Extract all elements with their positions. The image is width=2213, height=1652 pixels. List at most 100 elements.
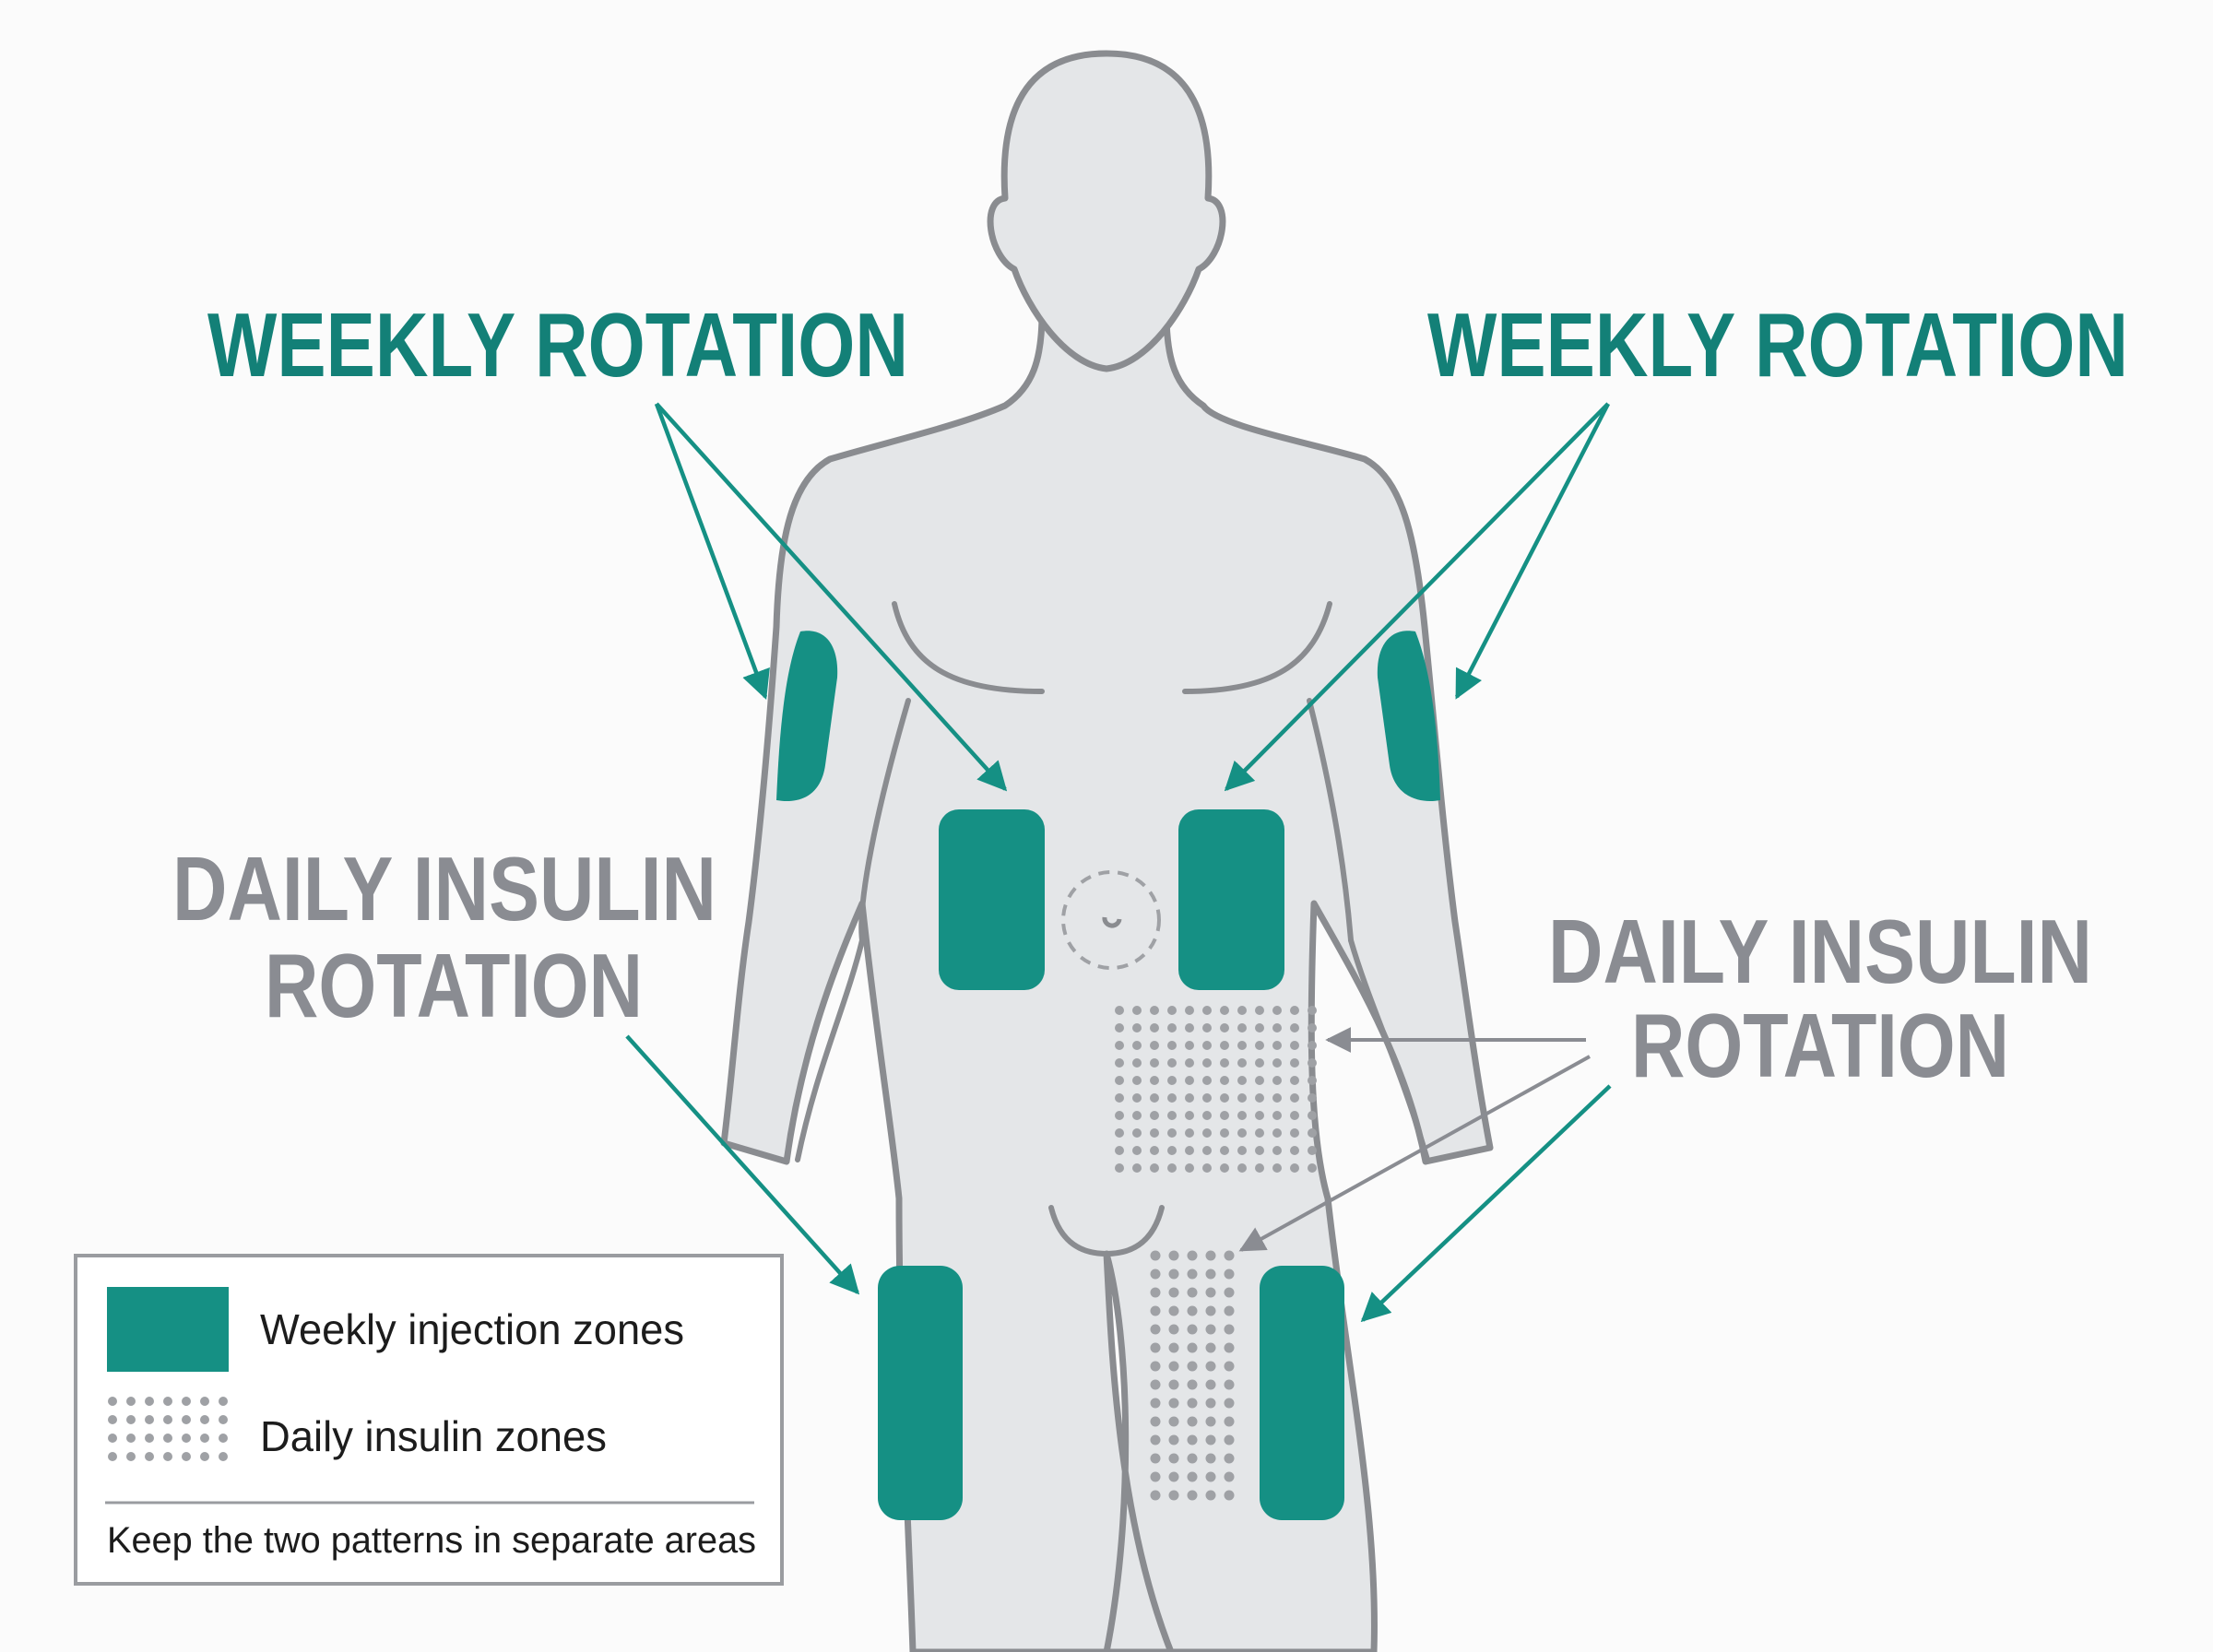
- daily-zone-dot: [1290, 1006, 1299, 1015]
- daily-zone-dot: [1150, 1023, 1159, 1032]
- weekly-zone-right-arm: [1377, 631, 1440, 802]
- daily-zone-dot: [1205, 1490, 1216, 1501]
- daily-zone-dot: [1237, 1128, 1247, 1138]
- groin-line: [1048, 1205, 1165, 1257]
- daily-zone-dot: [1168, 1324, 1179, 1335]
- daily-zone-dot: [1255, 1146, 1264, 1155]
- daily-zone-dot: [1220, 1163, 1229, 1173]
- daily-zone-dot: [1187, 1379, 1198, 1390]
- left-chest-line: [892, 601, 1045, 694]
- daily-zone-dot: [1132, 1041, 1142, 1050]
- daily-zone-dot: [1132, 1006, 1142, 1015]
- daily-zone-dot: [1224, 1305, 1235, 1316]
- daily-zone-dot: [1150, 1416, 1161, 1427]
- legend-daily-dot: [200, 1415, 209, 1424]
- daily-zone-dot: [1150, 1146, 1159, 1155]
- daily-zone-dot: [1255, 1128, 1264, 1138]
- daily-zone-dot: [1202, 1006, 1212, 1015]
- daily-zone-dot: [1187, 1490, 1198, 1501]
- daily-zone-dot: [1308, 1023, 1317, 1032]
- daily-zone-dot: [1150, 1453, 1161, 1464]
- daily-zone-dot: [1255, 1041, 1264, 1050]
- daily-zone-dot: [1185, 1146, 1194, 1155]
- daily-zone-dot: [1115, 1163, 1124, 1173]
- daily-zone-dot: [1202, 1058, 1212, 1068]
- daily-zone-dot: [1132, 1163, 1142, 1173]
- weekly-zone-left-abdomen: [939, 809, 1045, 990]
- daily-zone-dot: [1308, 1093, 1317, 1103]
- daily-zone-dot: [1205, 1305, 1216, 1316]
- daily-zone-dot: [1237, 1146, 1247, 1155]
- daily-zone-dot: [1237, 1023, 1247, 1032]
- daily-zone-dot: [1185, 1111, 1194, 1120]
- daily-zone-dot: [1115, 1041, 1124, 1050]
- daily-zone-dot: [1272, 1041, 1282, 1050]
- daily-zone-dot: [1272, 1146, 1282, 1155]
- daily-zone-dot: [1224, 1471, 1235, 1482]
- legend-daily-dot: [219, 1452, 228, 1461]
- daily-zone-dot: [1187, 1434, 1198, 1446]
- daily-zone-lower-abdomen: [1115, 1006, 1317, 1173]
- daily-zone-dot: [1168, 1434, 1179, 1446]
- daily-zone-dot: [1185, 1006, 1194, 1015]
- daily-zone-dot: [1167, 1128, 1177, 1138]
- daily-zone-dot: [1150, 1379, 1161, 1390]
- daily-zone-dot: [1205, 1342, 1216, 1353]
- daily-zone-dot: [1220, 1058, 1229, 1068]
- daily-zone-dot: [1168, 1471, 1179, 1482]
- daily-zone-dot: [1150, 1041, 1159, 1050]
- legend-daily-dot: [182, 1415, 191, 1424]
- arrow-daily-right-to-thigh-dots: [1238, 1055, 1591, 1252]
- daily-zone-dot: [1308, 1163, 1317, 1173]
- daily-zone-dot: [1220, 1023, 1229, 1032]
- daily-zone-dot: [1185, 1163, 1194, 1173]
- daily-zone-dot: [1308, 1146, 1317, 1155]
- callout-daily-left-line2: ROTATION: [265, 935, 643, 1036]
- daily-zone-dot: [1168, 1250, 1179, 1261]
- legend-daily-dot: [200, 1452, 209, 1461]
- daily-zone-dot: [1272, 1076, 1282, 1085]
- daily-zone-dot: [1132, 1076, 1142, 1085]
- daily-zone-dot: [1132, 1093, 1142, 1103]
- daily-zone-dot: [1187, 1268, 1198, 1280]
- daily-zone-dot: [1272, 1111, 1282, 1120]
- legend-daily-dot: [200, 1434, 209, 1443]
- daily-zone-dot: [1205, 1379, 1216, 1390]
- daily-zone-dot: [1167, 1023, 1177, 1032]
- daily-zone-dot: [1132, 1111, 1142, 1120]
- daily-zone-dot: [1187, 1398, 1198, 1409]
- daily-zone-dot: [1185, 1041, 1194, 1050]
- callout-weekly-right: WEEKLY ROTATION: [1427, 294, 2128, 395]
- daily-zone-dot: [1168, 1379, 1179, 1390]
- daily-zone-dot: [1224, 1324, 1235, 1335]
- legend-daily-dot: [145, 1415, 154, 1424]
- legend-daily-dot: [145, 1397, 154, 1406]
- daily-zone-dot: [1187, 1324, 1198, 1335]
- daily-zone-dot: [1150, 1471, 1161, 1482]
- daily-zone-dot: [1272, 1023, 1282, 1032]
- legend-daily-dot: [145, 1434, 154, 1443]
- daily-zone-dot: [1185, 1058, 1194, 1068]
- legend-daily-dot: [163, 1415, 172, 1424]
- anatomy-lines: [795, 601, 1430, 1257]
- weekly-arrows: [625, 402, 1612, 1323]
- daily-zone-dot: [1167, 1146, 1177, 1155]
- daily-zone-dot: [1187, 1361, 1198, 1372]
- daily-zone-dot: [1115, 1146, 1124, 1155]
- legend-daily-dot: [108, 1452, 117, 1461]
- daily-zone-dot: [1185, 1076, 1194, 1085]
- daily-zone-dot: [1150, 1287, 1161, 1298]
- daily-zone-dot: [1237, 1076, 1247, 1085]
- legend-daily-dot: [126, 1452, 136, 1461]
- daily-zone-dot: [1224, 1434, 1235, 1446]
- daily-zone-dot: [1220, 1128, 1229, 1138]
- daily-zone-dot: [1167, 1111, 1177, 1120]
- daily-zone-dot: [1115, 1058, 1124, 1068]
- legend: Weekly injection zones Daily insulin zon…: [74, 1254, 784, 1586]
- daily-zone-dot: [1308, 1006, 1317, 1015]
- daily-zone-dot: [1205, 1398, 1216, 1409]
- daily-zone-dot: [1150, 1093, 1159, 1103]
- daily-zone-dot: [1187, 1250, 1198, 1261]
- daily-zone-dot: [1167, 1058, 1177, 1068]
